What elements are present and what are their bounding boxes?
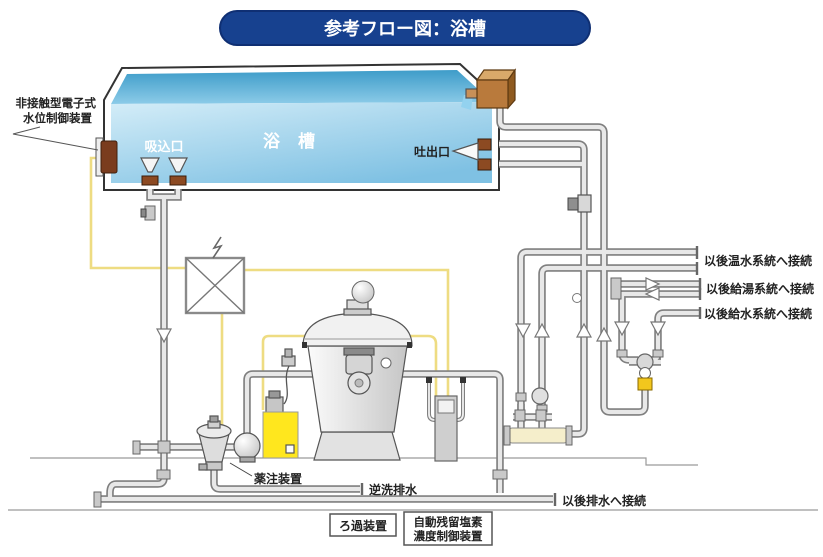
hx-valve xyxy=(531,387,549,405)
mix-flange-left xyxy=(616,349,628,358)
tap-connector-right xyxy=(460,377,466,383)
bathtub xyxy=(95,62,500,191)
mixing-valve xyxy=(636,353,654,391)
arrow-left-hot-supply xyxy=(644,287,660,301)
filter-skirt xyxy=(313,431,401,461)
level-sensor-leader xyxy=(12,126,99,151)
control-to-chlorine-wire xyxy=(243,268,450,400)
filter-label-box xyxy=(329,513,397,537)
tub-water-surface xyxy=(111,70,492,104)
backwash-label: 逆洗排水 xyxy=(369,482,418,497)
arrow-up-v2 xyxy=(533,322,551,338)
filter-dome xyxy=(302,312,413,347)
filter-sight-ball xyxy=(351,280,375,304)
wooden-spout-box xyxy=(461,68,517,110)
flow-arrows xyxy=(155,277,667,344)
chlorine-label-box xyxy=(403,511,493,546)
chemical-label: 薬注装置 xyxy=(254,471,302,486)
level-sensor-label-1: 非接触型電子式 xyxy=(16,96,97,110)
discharge-fitting-lower xyxy=(477,158,492,171)
control-box xyxy=(184,236,246,315)
mixing-valve-yellow-band xyxy=(637,377,653,391)
level-sensor-label-2: 水位制御装置 xyxy=(23,111,92,125)
return-pipe-sensor xyxy=(567,194,592,213)
discharge-nozzle xyxy=(451,142,479,161)
discharge-fitting-upper xyxy=(477,138,492,151)
power-bolt-icon xyxy=(212,236,223,259)
hot-water-system-label: 以後温水系統へ接続 xyxy=(704,253,812,268)
arrow-up-spout xyxy=(595,326,613,342)
tap-connector-left xyxy=(426,377,432,383)
heat-exchanger xyxy=(503,387,573,446)
tub-label: 浴 槽 xyxy=(263,131,321,152)
hx-cylinder xyxy=(507,427,569,444)
arrow-down-v1 xyxy=(514,323,532,339)
filter-vessel xyxy=(281,280,413,461)
circulation-pump xyxy=(233,432,261,463)
suction-valve-knob xyxy=(140,208,147,218)
arrow-down-v4 xyxy=(649,321,667,337)
hot-supply-system-label: 以後給湯系統へ接続 xyxy=(706,281,814,296)
cleanout-cap xyxy=(132,440,141,455)
strainer xyxy=(196,415,232,471)
water-supply-system-label: 以後給水系統へ接続 xyxy=(704,306,812,321)
chlorine-label-2: 濃度制御装置 xyxy=(414,529,483,543)
pipes-fill xyxy=(98,106,700,502)
suction-label: 吸込口 xyxy=(144,139,183,155)
labels: 浴 槽 吸込口 吐出口 非接触型電子式 水位制御装置 薬注装置 逆洗排水 ろ過装… xyxy=(12,96,814,546)
suction-fitting-right xyxy=(169,175,187,186)
diagram-title: 参考フロー図：浴槽 xyxy=(219,10,591,46)
tee-fitting xyxy=(157,440,171,454)
multiport-valve xyxy=(345,354,373,375)
title-text: 参考フロー図：浴槽 xyxy=(324,18,486,40)
level-sensor-device xyxy=(100,140,118,174)
discharge-label: 吐出口 xyxy=(414,144,450,159)
suction-funnel-left xyxy=(140,157,160,173)
suction-funnel-right xyxy=(168,157,188,173)
drain-cap-flange xyxy=(93,491,102,508)
hx-flange-left xyxy=(515,392,527,402)
arrow-down-suction xyxy=(155,328,173,344)
arrow-right-hot-supply xyxy=(645,277,661,291)
supply-junction-fitting xyxy=(610,277,622,300)
arrow-down-v3 xyxy=(613,321,631,337)
gauge-dot xyxy=(572,293,582,303)
drop-union xyxy=(492,469,508,480)
injection-tube xyxy=(283,365,290,405)
suction-fitting-left xyxy=(141,175,159,186)
drain-label: 以後排水へ接続 xyxy=(562,493,646,508)
water-stream xyxy=(461,95,473,110)
chlorine-sensor-unit xyxy=(434,395,458,462)
tub-water-front xyxy=(111,102,492,183)
chemical-injector xyxy=(262,365,299,459)
chemical-leader xyxy=(229,462,253,477)
pressure-gauge xyxy=(380,357,392,369)
mix-flange-right xyxy=(652,349,664,358)
arrow-up-return xyxy=(575,322,593,338)
valve-handle xyxy=(343,347,375,356)
chlorine-label-1: 自動残留塩素 xyxy=(414,515,483,529)
filter-label: ろ過装置 xyxy=(339,518,387,533)
union-fitting xyxy=(156,469,171,480)
